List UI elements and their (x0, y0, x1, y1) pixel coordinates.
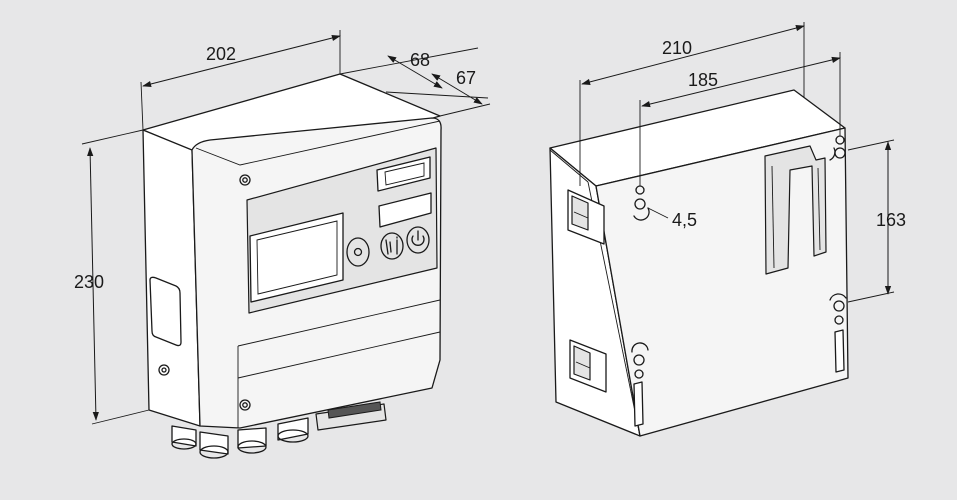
dim-label-depth-b: 67 (456, 68, 476, 88)
dim-label-width-front: 202 (206, 44, 236, 64)
dim-line-width-front (142, 34, 341, 88)
dim-label-hole-spacing-h: 185 (688, 70, 718, 90)
main-display (249, 212, 344, 303)
wall-clip-upper (567, 189, 605, 245)
cable-glands (171, 401, 387, 459)
dim-label-hole-diameter: 4,5 (672, 210, 697, 230)
power-icon (406, 226, 430, 254)
mounting-hole-upper-right (829, 135, 846, 161)
dim-line-depth-b (431, 73, 483, 105)
dim-label-depth-a: 68 (410, 50, 430, 70)
rear-view: 4,5 210 185 163 (549, 22, 906, 437)
front-view: 202 68 67 230 (74, 30, 491, 459)
dim-line-hole-spacing-h (641, 56, 841, 108)
service-info-icon (380, 232, 404, 260)
dim-label-width-rear: 210 (662, 38, 692, 58)
dim-label-height-front: 230 (74, 272, 104, 292)
dim-line-width-rear (581, 24, 805, 86)
wall-clip-lower (569, 339, 607, 393)
dim-label-hole-spacing-v: 163 (876, 210, 906, 230)
mounting-hole-lower-right (829, 293, 847, 373)
dim-line-height-front (87, 147, 99, 421)
status-light-display (376, 156, 431, 192)
screw-icon (239, 399, 251, 411)
rear-slot (764, 145, 827, 275)
side-window (149, 276, 182, 347)
rotary-knob-icon (346, 237, 370, 267)
screw-icon (239, 174, 251, 186)
label-strip (378, 192, 432, 228)
earth-screw-icon (158, 364, 170, 376)
mounting-hole-lower-left (631, 342, 649, 427)
